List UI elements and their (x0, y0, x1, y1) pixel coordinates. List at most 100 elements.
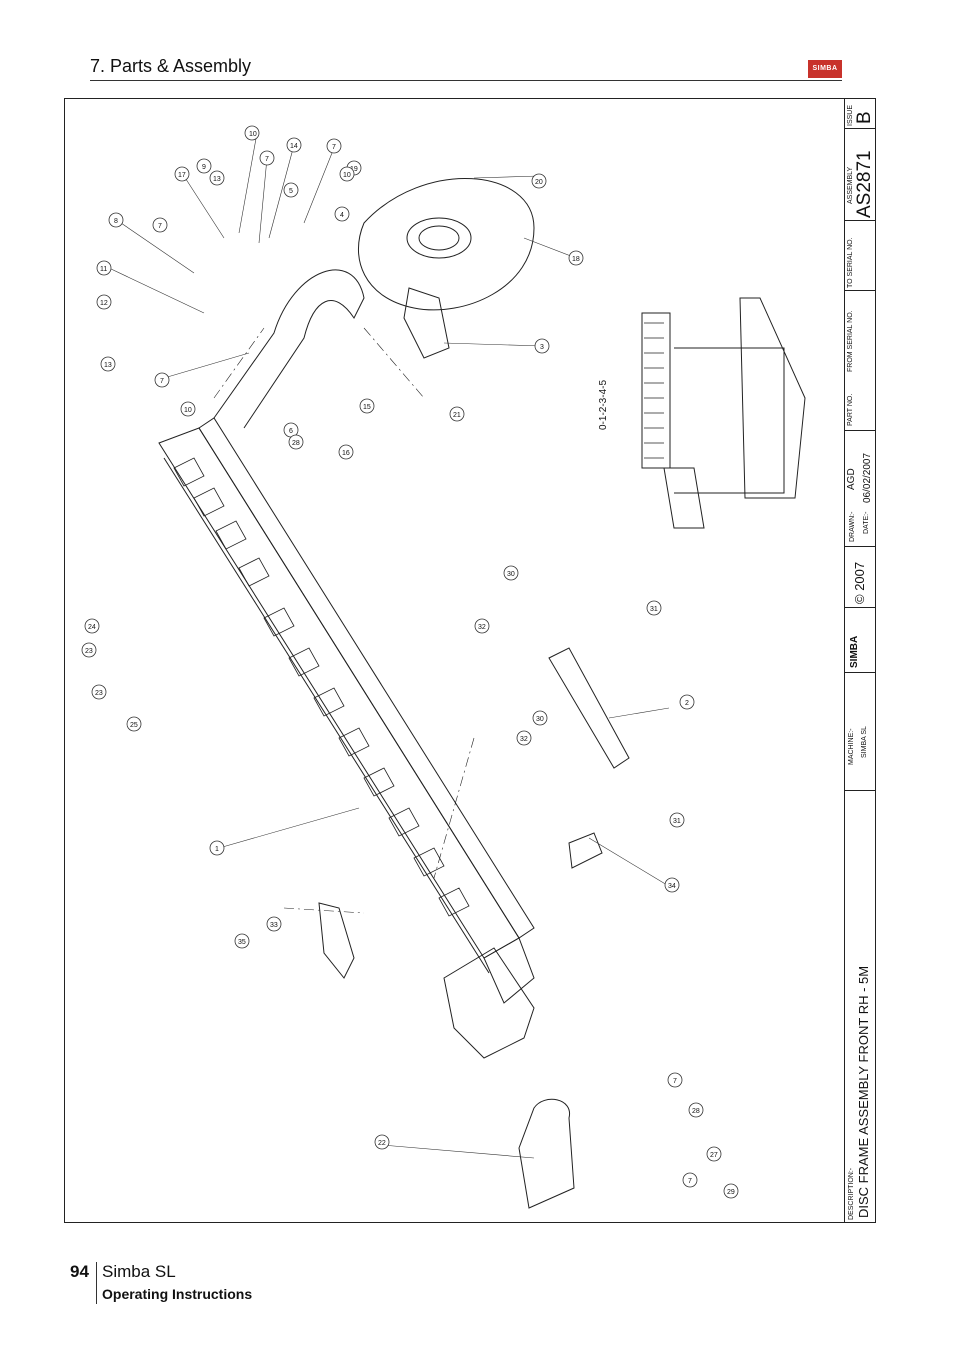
scale-detail-view (641, 297, 806, 529)
svg-text:32: 32 (478, 624, 486, 631)
svg-text:31: 31 (650, 606, 658, 613)
svg-text:17: 17 (178, 172, 186, 179)
assembly-number: AS2871 (854, 150, 875, 218)
callout-30: 30 (503, 565, 519, 581)
callout-1: 1 (209, 840, 225, 856)
footer-divider (96, 1262, 97, 1304)
date-value: 06/02/2007 (862, 452, 873, 503)
callout-7c: 7 (152, 217, 168, 233)
callout-7: 7 (259, 150, 275, 166)
svg-text:4: 4 (340, 212, 344, 219)
svg-text:13: 13 (104, 362, 112, 369)
from-serial-label: FROM SERIAL NO. (847, 310, 854, 372)
svg-text:20: 20 (535, 179, 543, 186)
machine-value: SIMBA SL (861, 726, 868, 758)
to-serial-label: TO SERIAL NO. (847, 237, 854, 288)
svg-text:10: 10 (343, 172, 351, 179)
machine-label: MACHINE:- (848, 728, 855, 765)
page-number: 94 (70, 1262, 89, 1281)
callout-25: 25 (126, 716, 142, 732)
callout-12: 12 (96, 294, 112, 310)
svg-text:7: 7 (673, 1078, 677, 1085)
part-no-label: PART NO. (847, 393, 854, 426)
callout-27: 27 (706, 1146, 722, 1162)
svg-text:16: 16 (342, 450, 350, 457)
callout-29: 29 (723, 1183, 739, 1199)
drawn-value: AGD (846, 468, 857, 490)
svg-text:2: 2 (685, 700, 689, 707)
callout-10c: 10 (180, 401, 196, 417)
svg-text:10: 10 (184, 407, 192, 414)
svg-text:7: 7 (160, 378, 164, 385)
title-block (844, 98, 876, 1223)
svg-text:27: 27 (710, 1152, 718, 1159)
callout-15: 15 (359, 398, 375, 414)
header-rule (90, 80, 842, 81)
svg-text:14: 14 (290, 143, 298, 150)
title-block-logo: SIMBA (849, 635, 860, 668)
svg-text:24: 24 (88, 624, 96, 631)
svg-text:30: 30 (507, 571, 515, 578)
callout-32b: 32 (516, 730, 532, 746)
callout-28: 28 (288, 434, 304, 450)
svg-text:15: 15 (363, 404, 371, 411)
callout-3: 3 (534, 338, 550, 354)
callout-7e: 7 (667, 1072, 683, 1088)
stay-rod (548, 647, 630, 769)
svg-text:8: 8 (114, 218, 118, 225)
description-value: DISC FRAME ASSEMBLY FRONT RH - 5M (856, 965, 871, 1218)
callout-13b: 13 (100, 356, 116, 372)
callout-22: 22 (374, 1134, 390, 1150)
footer-model: Simba SL (102, 1262, 176, 1281)
svg-text:5: 5 (289, 188, 293, 195)
copyright: © 2007 (852, 561, 867, 604)
footer-subtitle: Operating Instructions (102, 1286, 253, 1302)
svg-text:13: 13 (213, 176, 221, 183)
callout-16: 16 (338, 444, 354, 460)
svg-text:28: 28 (692, 1108, 700, 1115)
svg-text:18: 18 (572, 256, 580, 263)
svg-text:7: 7 (265, 156, 269, 163)
svg-text:1: 1 (215, 846, 219, 853)
svg-text:31: 31 (673, 818, 681, 825)
hub-assembly (403, 287, 450, 359)
callout-23b: 23 (91, 684, 107, 700)
svg-text:23: 23 (95, 690, 103, 697)
callout-24: 24 (84, 618, 100, 634)
svg-text:21: 21 (453, 412, 461, 419)
svg-text:28: 28 (292, 440, 300, 447)
callout-7d: 7 (154, 372, 170, 388)
callout-14: 14 (286, 137, 302, 153)
drawing-frame (64, 98, 876, 1223)
svg-text:9: 9 (202, 164, 206, 171)
callout-2: 2 (679, 694, 695, 710)
svg-text:7: 7 (332, 144, 336, 151)
svg-text:11: 11 (100, 266, 107, 273)
svg-text:29: 29 (727, 1189, 735, 1196)
drawn-label: DRAWN:- (849, 511, 856, 542)
svg-text:25: 25 (130, 722, 138, 729)
callout-11: 11 (96, 260, 112, 276)
callout-31: 31 (646, 600, 662, 616)
scraper-plate (318, 902, 355, 979)
issue-value: B (854, 111, 875, 124)
beam-bracket-plates (173, 457, 470, 917)
cutting-disc (357, 177, 535, 311)
callout-10: 10 (244, 125, 260, 141)
svg-text:23: 23 (85, 648, 93, 655)
callout-balloons: 10 7 14 7 9 13 17 5 19 10 4 20 8 7 18 11… (81, 125, 739, 1199)
svg-text:32: 32 (520, 736, 528, 743)
callout-31b: 31 (669, 812, 685, 828)
issue-label: ISSUE (847, 104, 854, 126)
callout-18: 18 (568, 250, 584, 266)
simba-logo: SIMBA (808, 60, 842, 78)
svg-text:33: 33 (270, 922, 278, 929)
callout-17: 17 (174, 166, 190, 182)
callout-28b: 28 (688, 1102, 704, 1118)
svg-text:6: 6 (289, 428, 293, 435)
callout-30b: 30 (532, 710, 548, 726)
callout-34: 34 (664, 877, 680, 893)
scale-label: 0-1-2-3-4-5 (598, 379, 609, 430)
callout-10b: 10 (339, 166, 355, 182)
callout-21: 21 (449, 406, 465, 422)
